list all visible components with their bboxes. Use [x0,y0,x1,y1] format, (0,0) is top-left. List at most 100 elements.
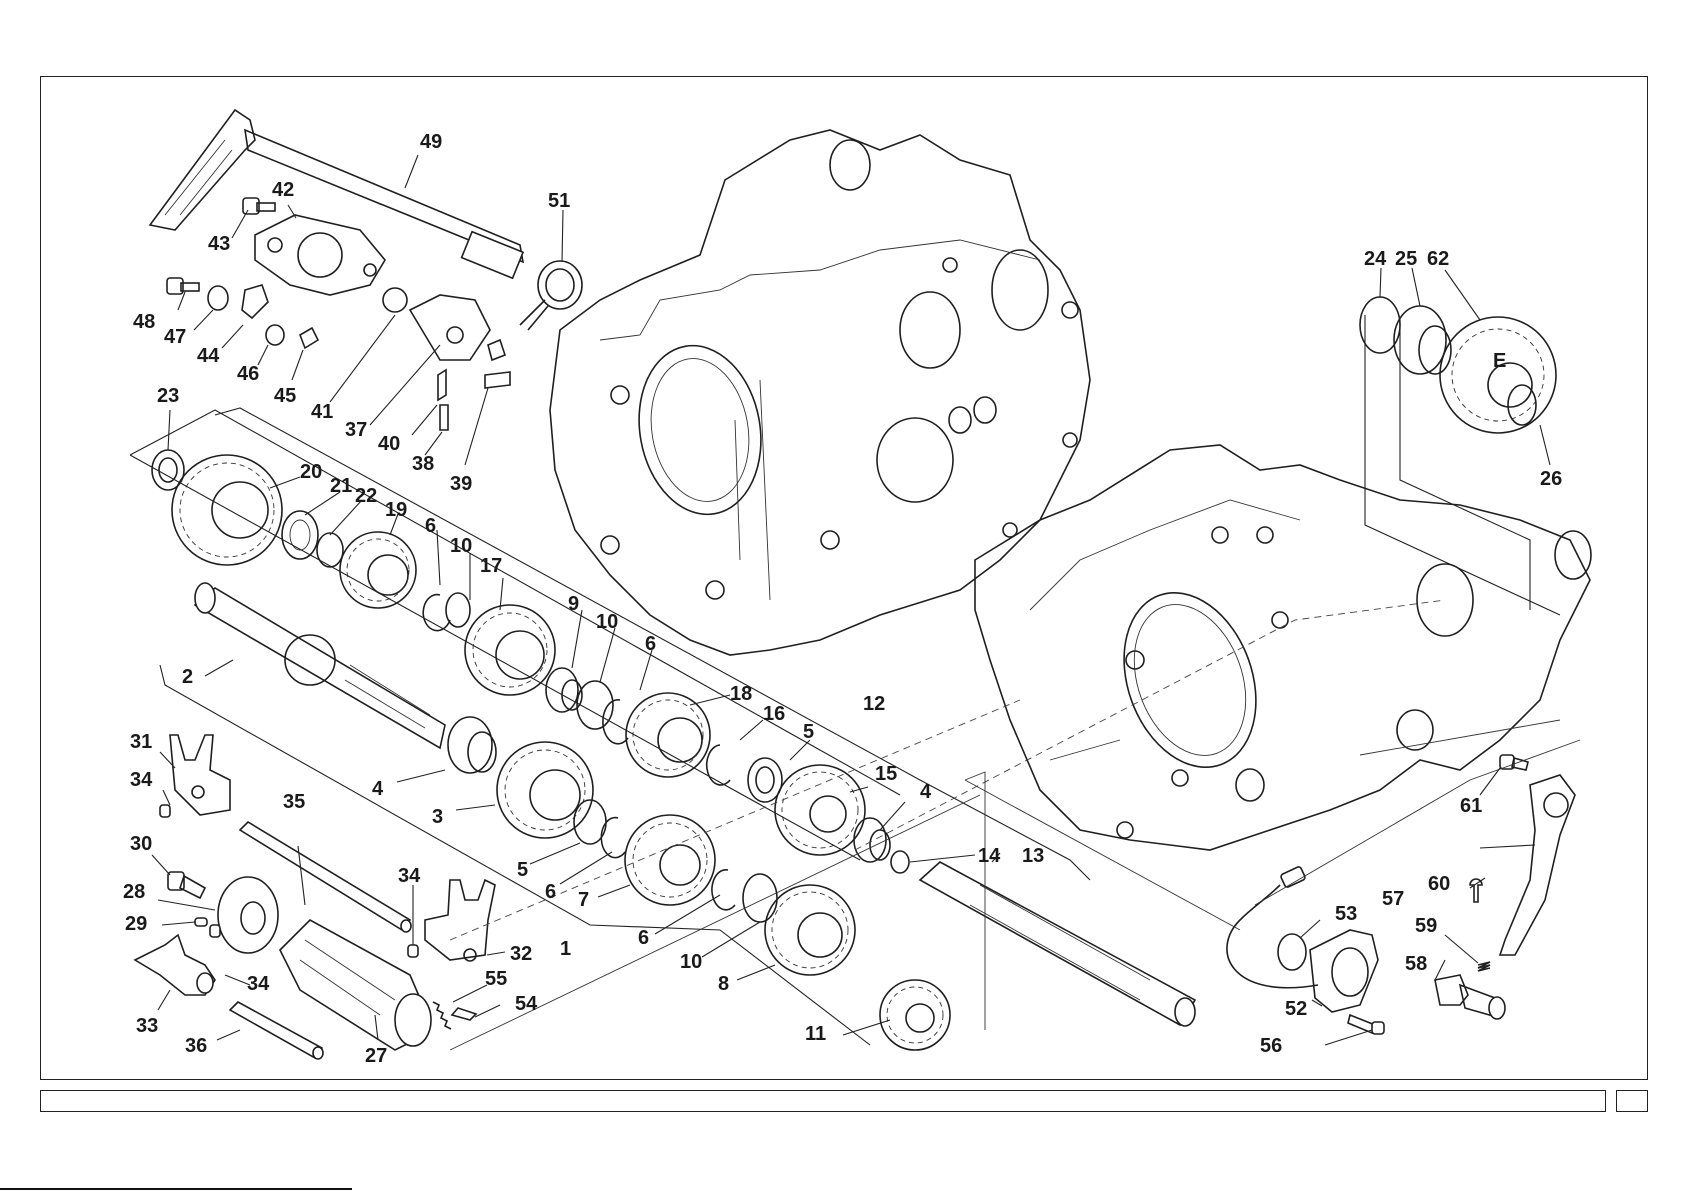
callout-24: 24 [1364,248,1387,270]
gear-62: E [1440,317,1556,433]
shift-fork-33 [135,935,215,995]
gear-20 [172,455,282,565]
callout-20: 20 [300,461,322,483]
callout-8: 8 [718,973,729,995]
nut-14 [891,851,909,873]
o-ring-53 [1278,934,1306,970]
callout-34-a: 34 [130,769,153,791]
gear-shift-cam-28 [218,877,278,953]
gear-7 [625,815,715,905]
callout-42: 42 [272,179,294,201]
callout-33: 33 [136,1015,158,1037]
counter-shaft-13 [920,862,1195,1026]
callout-6-d: 6 [638,927,649,949]
callout-55: 55 [485,968,507,990]
callout-60: 60 [1428,873,1450,895]
callout-4-a: 4 [920,781,932,803]
needle-bearing-21 [282,511,318,559]
callout-40: 40 [378,433,400,455]
callout-30: 30 [130,833,152,855]
gear-11 [880,980,950,1050]
callout-34-b: 34 [398,865,421,887]
callout-14: 14 [978,845,1001,867]
callout-16: 16 [763,703,785,725]
shift-fork-32 [425,880,495,961]
callout-47: 47 [164,326,186,348]
gear-8 [765,885,855,975]
callout-54: 54 [515,993,538,1015]
callout-38: 38 [412,453,434,475]
callout-25: 25 [1395,248,1417,270]
callout-5-a: 5 [803,721,814,743]
gear-17 [465,605,555,695]
callout-2: 2 [182,666,193,688]
gear-shift-plate-42 [255,215,385,295]
callout-48: 48 [133,311,155,333]
callout-23: 23 [157,385,179,407]
bushing-4-lower [448,717,496,773]
callout-5-b: 5 [517,859,528,881]
gear-15 [775,765,865,855]
gear-19 [340,532,416,608]
callout-3: 3 [432,806,443,828]
callout-31: 31 [130,731,152,753]
callout-17: 17 [480,555,502,577]
callout-37: 37 [345,419,367,441]
callout-34-c: 34 [247,973,270,995]
callout-10-a: 10 [450,535,472,557]
pin-60 [1470,879,1482,902]
spring-55-plunger-54 [433,1002,476,1029]
callout-15: 15 [875,763,897,785]
crankcase-left-half [550,130,1090,655]
callout-13: 13 [1022,845,1044,867]
callout-51: 51 [548,190,570,212]
gear-18 [626,693,710,777]
callout-46: 46 [237,363,259,385]
callout-35: 35 [283,791,305,813]
callout-10-c: 10 [680,951,702,973]
callout-62: 62 [1427,248,1449,270]
callout-59: 59 [1415,915,1437,937]
washer-10-upper [577,681,628,744]
callout-11: 11 [805,1023,826,1045]
shift-fork-rod-36 [230,1002,323,1059]
bushing-25 [1394,306,1451,374]
callout-7: 7 [578,889,589,911]
pin-29 [195,918,207,926]
callout-36: 36 [185,1035,207,1057]
callout-58: 58 [1405,953,1427,975]
callout-57: 57 [1382,888,1404,910]
shift-shaft-49 [150,110,523,278]
washer-22 [317,533,343,567]
callout-53: 53 [1335,903,1357,925]
callout-43: 43 [208,233,230,255]
callout-49: 49 [420,131,442,153]
screw-30 [168,872,205,898]
callout-18: 18 [730,683,752,705]
callout-44: 44 [197,345,220,367]
callout-28: 28 [123,881,145,903]
circlip-16-washer-5 [707,745,782,802]
callout-labels: 49 42 43 51 48 47 44 46 45 41 37 40 38 3… [123,131,1562,1067]
circlip-and-washer [423,593,470,631]
callout-29: 29 [125,913,147,935]
callout-61: 61 [1460,795,1482,817]
crankcase-right-half [975,445,1591,850]
callout-1: 1 [560,938,571,960]
callout-56: 56 [1260,1035,1282,1057]
callout-52: 52 [1285,998,1307,1020]
callout-4-b: 4 [372,778,384,800]
pins-34 [160,805,418,957]
callout-6-a: 6 [425,515,436,537]
callout-45: 45 [274,385,296,407]
gear-shift-lever-57 [1500,775,1575,955]
callout-19: 19 [385,499,407,521]
callout-27: 27 [365,1045,387,1067]
callout-6-b: 6 [645,633,656,655]
circlip-26 [1508,385,1536,425]
callout-32: 32 [510,943,532,965]
callout-21: 21 [330,475,352,497]
washer-5-circlip-6-lower [574,800,625,858]
callout-9: 9 [568,593,579,615]
